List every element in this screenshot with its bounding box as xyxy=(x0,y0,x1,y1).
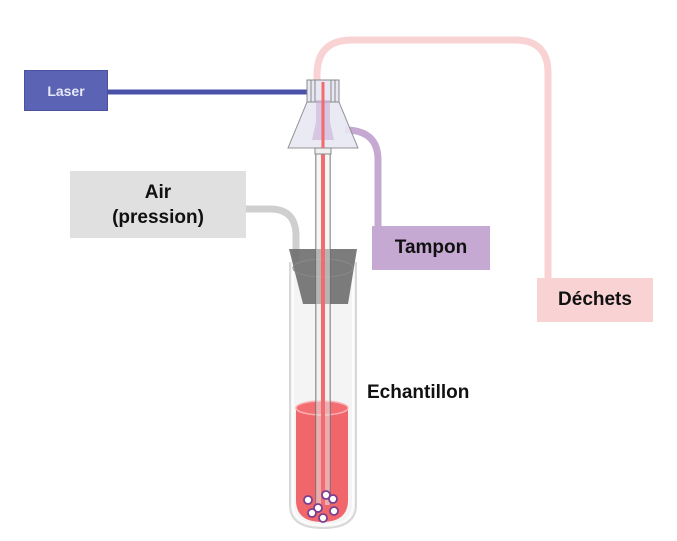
dechets-text: Déchets xyxy=(558,289,632,310)
cell-particles xyxy=(303,490,339,523)
cell-particle xyxy=(328,494,338,504)
waste-label: Déchets xyxy=(537,278,653,322)
cell-particle xyxy=(318,513,328,523)
tampon-text: Tampon xyxy=(394,237,468,258)
cell-particle xyxy=(321,490,331,500)
waste-tube xyxy=(313,36,552,280)
cell-particle xyxy=(313,503,323,513)
buffer-label: Tampon xyxy=(372,226,490,270)
air-text: Air xyxy=(144,181,172,203)
laser-label: Laser xyxy=(24,70,108,111)
buffer-tube xyxy=(344,126,382,228)
air-pressure-text: (pression) xyxy=(112,206,204,228)
cell-particle xyxy=(303,495,313,505)
laser-text: Laser xyxy=(47,82,85,99)
air-pressure-label: Air (pression) xyxy=(70,171,246,238)
cell-particle xyxy=(329,506,339,516)
sample-label: Echantillon xyxy=(367,382,470,403)
cell-particle xyxy=(307,508,317,518)
air-tube xyxy=(246,205,300,300)
